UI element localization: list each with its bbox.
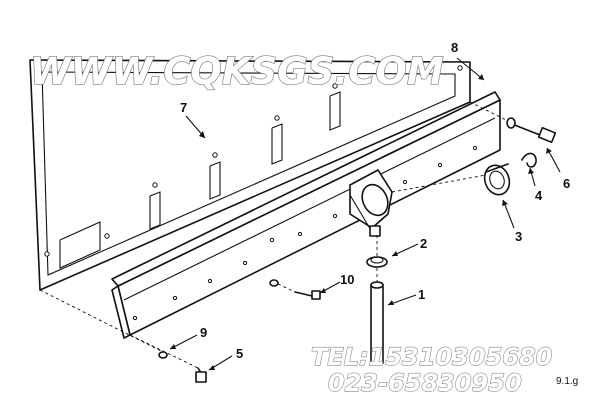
watermark-phone: TEL:15310305680 <box>311 343 552 371</box>
callout-6: 6 <box>563 176 570 191</box>
leader-lines <box>169 57 561 371</box>
callout-4: 4 <box>535 188 543 203</box>
callout-labels: 7 8 6 4 3 2 1 10 9 5 <box>180 40 570 361</box>
tube-part-1 <box>370 281 384 364</box>
clip-part-4 <box>521 152 537 168</box>
alignment-lines <box>39 101 509 369</box>
figure-tag: 9.1.g <box>556 376 578 387</box>
washer-part-9 <box>158 351 168 359</box>
callout-7: 7 <box>180 100 187 115</box>
bolt-part-5 <box>195 367 207 383</box>
callout-3: 3 <box>515 229 522 244</box>
gasket-part-7 <box>29 59 471 291</box>
callout-10: 10 <box>340 272 354 287</box>
oil-pan-part-8 <box>111 91 501 339</box>
callout-9: 9 <box>200 325 207 340</box>
ring-part-2 <box>366 256 388 268</box>
callout-1: 1 <box>418 287 425 302</box>
watermark-site: WWW.CQKSGS.COM <box>30 50 444 93</box>
callout-5: 5 <box>236 346 243 361</box>
cap-part-3 <box>483 163 511 196</box>
bolt-part-10 <box>269 279 321 300</box>
callout-8: 8 <box>451 40 458 55</box>
callout-2: 2 <box>420 236 427 251</box>
bolt-part-6 <box>506 117 557 144</box>
outlet-boss <box>349 169 393 237</box>
watermark-alt-phone: 023-65830950 <box>328 369 522 397</box>
